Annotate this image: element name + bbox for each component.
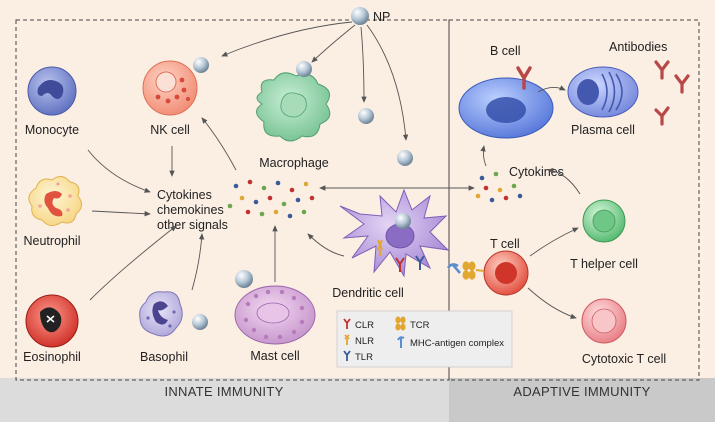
cytotoxic-t-cell-icon [581,298,627,344]
adaptive-band [449,378,715,422]
legend-nlr-label: NLR [355,336,374,347]
signals-label-line2: chemokines [157,203,224,217]
t-cell-icon [483,250,529,296]
innate-immunity-label: INNATE IMMUNITY [164,384,283,399]
t-helper-cell-label: T helper cell [570,257,638,271]
antibody-icons [654,60,690,126]
tcr-receptor-icon [395,316,406,331]
neutrophil-label: Neutrophil [24,234,81,248]
b-to-plasma-arrow [537,85,566,93]
basophil-cell-icon [139,291,183,337]
dendritic-cell-label: Dendritic cell [332,286,404,300]
adaptive-arrows [480,145,581,319]
neutrophil-cell-icon [28,176,82,226]
mast-cell-icon [234,285,316,345]
tlr-receptor-icon [343,350,351,361]
tcr-mhc-synapse [446,261,485,280]
np-arrows [221,21,409,141]
legend-tlr-label: TLR [355,352,373,363]
antibodies-label: Antibodies [609,40,667,54]
signals-label-line3: other signals [157,218,228,232]
legend-tcr-label: TCR [410,320,430,331]
np-nanoparticle-icon [351,7,369,25]
mhc-antigen-icon [397,336,405,348]
innate-band [0,378,449,422]
plasma-cell-label: Plasma cell [571,123,635,137]
free-nanoparticle-2-icon [397,150,413,166]
cytotoxic-t-cell-label: Cytotoxic T cell [582,352,666,366]
basophil-label: Basophil [140,350,188,364]
plasma-cell-icon [567,66,639,118]
nlr-receptor-icon [344,334,350,345]
basophil-nanoparticle-icon [192,314,208,330]
macrophage-nanoparticle-icon [296,61,312,77]
dendritic-nanoparticle-icon [395,213,411,229]
b-cell-icon [458,66,554,139]
clr-receptor-icon [343,318,351,329]
nk-cell-label: NK cell [150,123,190,137]
adaptive-signal-dots [475,171,523,203]
innate-arrows [87,117,475,301]
mast-nanoparticle-icon [235,270,253,288]
t-helper-cell-icon [582,199,626,243]
legend-clr-label: CLR [355,320,374,331]
receptor-legend: CLR NLR TLR TCR MHC-antigen complex [336,310,513,368]
macrophage-label: Macrophage [259,156,329,170]
monocyte-cell-icon [27,66,77,116]
dendritic-cell-icon [339,188,450,278]
macrophage-cell-icon [256,72,331,142]
b-cell-label: B cell [490,44,521,58]
t-cell-label: T cell [490,237,520,251]
legend-mhc-label: MHC-antigen complex [410,338,504,349]
eosinophil-label: Eosinophil [23,350,81,364]
adaptive-frame [448,19,700,381]
nk-nanoparticle-icon [193,57,209,73]
monocyte-label: Monocyte [25,123,79,137]
eosinophil-cell-icon [25,294,79,348]
signals-label-line1: Cytokines [157,188,212,202]
mast-cell-label: Mast cell [250,349,299,363]
innate-signal-dots [227,179,315,219]
adaptive-immunity-label: ADAPTIVE IMMUNITY [513,384,650,399]
free-nanoparticle-1-icon [358,108,374,124]
nk-cell-icon [142,60,198,116]
np-label: NP [373,10,390,24]
